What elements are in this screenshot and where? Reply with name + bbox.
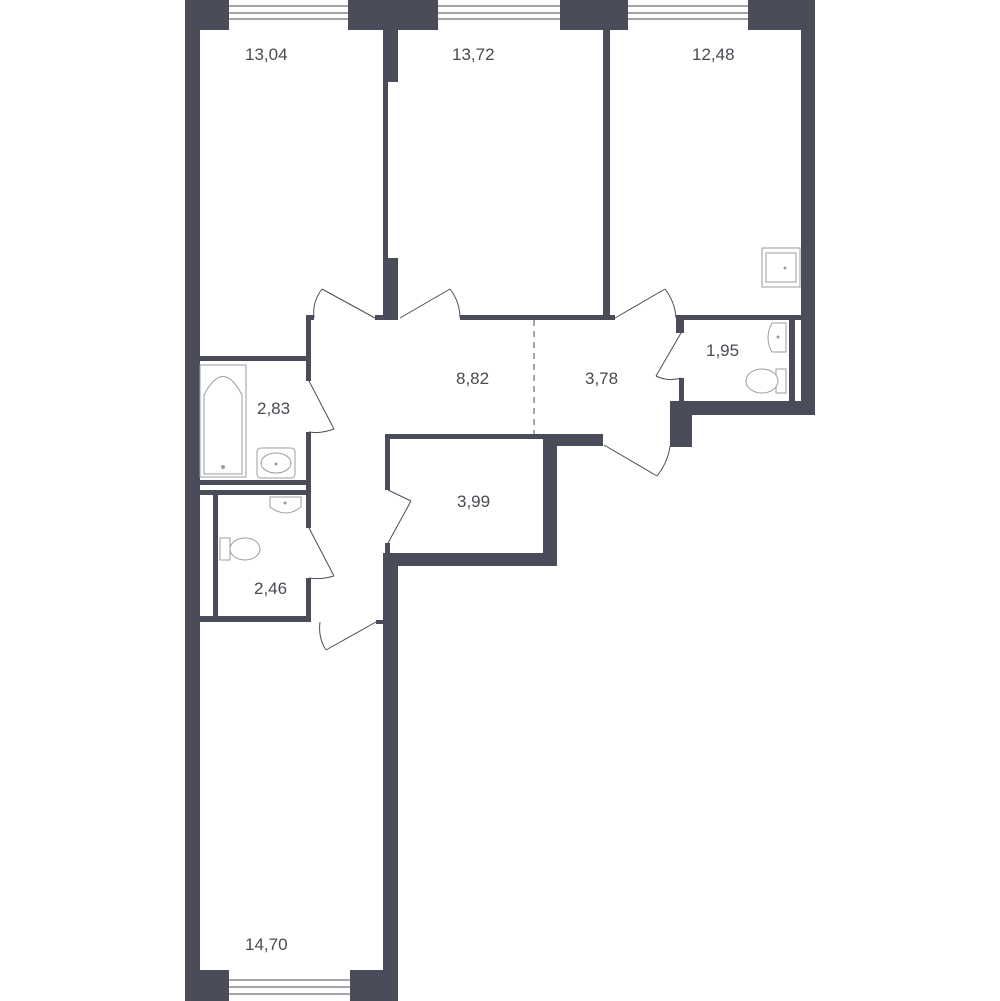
door-hallway-annex bbox=[603, 444, 671, 477]
window-top-right bbox=[628, 5, 748, 20]
room-area-hallway-annex: 3,78 bbox=[585, 369, 618, 388]
room-area-bathroom: 2,83 bbox=[257, 399, 290, 418]
door-bedroom-bottom bbox=[319, 621, 377, 651]
utility-sink-icon bbox=[761, 247, 801, 288]
room-area-bedroom-top-left: 13,04 bbox=[245, 45, 288, 64]
room-area-bedroom-top-right: 12,48 bbox=[692, 45, 735, 64]
door-wc-left bbox=[308, 527, 335, 580]
exterior-walls bbox=[185, 0, 815, 1001]
door-bedroom-top-right bbox=[614, 288, 677, 319]
sink-icon bbox=[256, 447, 296, 479]
room-area-bedroom-bottom: 14,70 bbox=[245, 935, 288, 954]
door-wc-right bbox=[655, 332, 682, 381]
fixtures bbox=[199, 247, 801, 561]
doors bbox=[308, 288, 682, 651]
toilet-wc-right-icon bbox=[745, 368, 787, 394]
door-bedroom-top-middle bbox=[399, 288, 461, 319]
windows bbox=[229, 5, 748, 995]
window-bottom bbox=[229, 979, 350, 995]
room-area-wc-right: 1,95 bbox=[706, 341, 739, 360]
door-storage bbox=[387, 489, 412, 544]
room-area-wc-left: 2,46 bbox=[254, 579, 287, 598]
sink-wc-left-icon bbox=[269, 496, 302, 514]
room-area-hallway: 8,82 bbox=[456, 369, 489, 388]
room-area-storage: 3,99 bbox=[457, 492, 490, 511]
window-top-left bbox=[229, 5, 348, 20]
room-labels: 13,04 13,72 12,48 8,82 3,78 1,95 2,83 3,… bbox=[245, 45, 739, 954]
interior-walls bbox=[198, 30, 815, 624]
toilet-wc-left-icon bbox=[219, 537, 261, 561]
window-top-middle bbox=[438, 5, 560, 20]
door-bathroom bbox=[308, 380, 335, 434]
sink-wc-right-icon bbox=[767, 322, 787, 353]
door-bedroom-top-left bbox=[313, 288, 376, 319]
room-area-bedroom-top-middle: 13,72 bbox=[452, 45, 495, 64]
bathtub-icon bbox=[199, 364, 247, 478]
